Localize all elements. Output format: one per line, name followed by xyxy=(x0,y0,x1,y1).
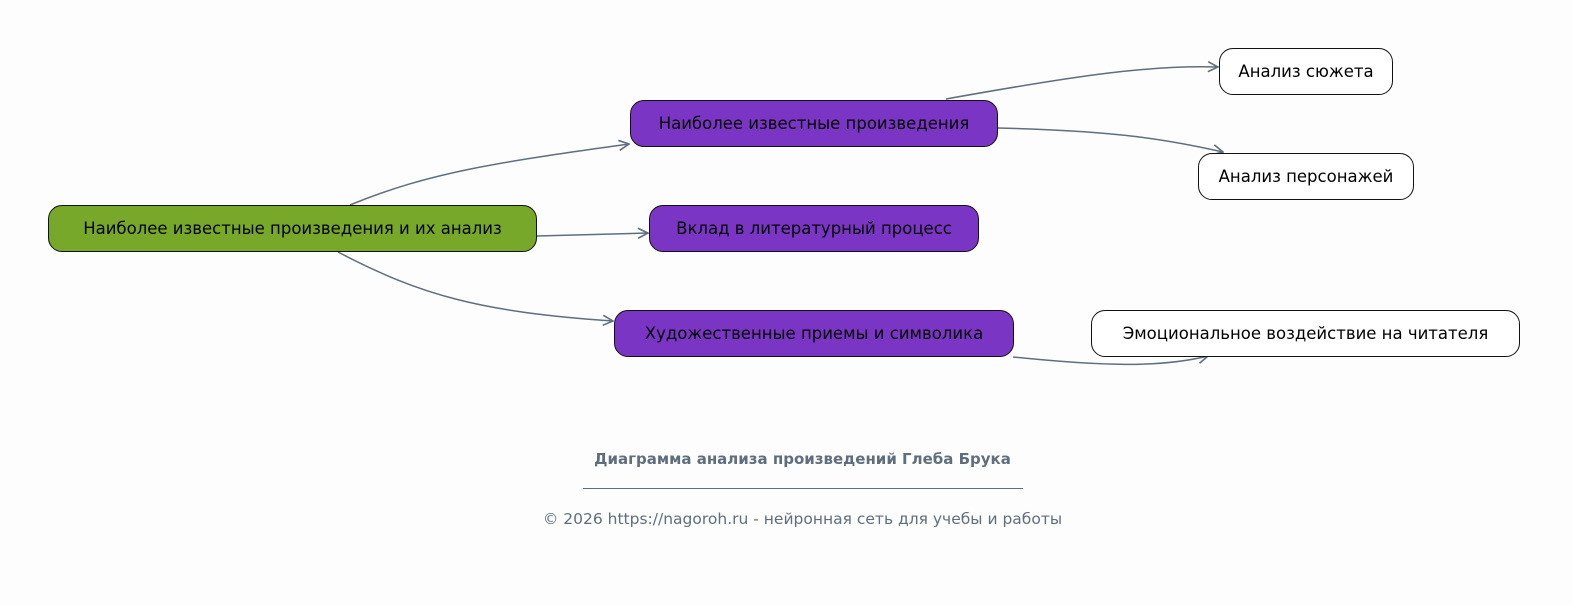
node-plot-analysis[interactable]: Анализ сюжета xyxy=(1219,48,1393,95)
root-node[interactable]: Наиболее известные произведения и их ана… xyxy=(48,205,537,252)
edge-techniques-to-emotion xyxy=(1012,356,1208,366)
edge-works-to-plot xyxy=(945,67,1218,100)
node-emotional-impact[interactable]: Эмоциональное воздействие на читателя xyxy=(1091,310,1520,357)
edge-works-to-characters xyxy=(997,127,1223,152)
footer-credit: © 2026 https://nagoroh.ru - нейронная се… xyxy=(542,510,1063,528)
node-famous-works[interactable]: Наиболее известные произведения xyxy=(630,100,998,147)
edge-root-to-contribution xyxy=(536,233,648,236)
diagram-title: Диаграмма анализа произведений Глеба Бру… xyxy=(594,450,1011,468)
node-character-analysis[interactable]: Анализ персонажей xyxy=(1198,153,1414,200)
node-literary-contribution[interactable]: Вклад в литературный процесс xyxy=(649,205,979,252)
edge-root-to-works xyxy=(349,144,629,206)
edge-root-to-techniques xyxy=(337,251,613,321)
divider xyxy=(583,488,1023,489)
node-artistic-techniques[interactable]: Художественные приемы и символика xyxy=(614,310,1014,357)
